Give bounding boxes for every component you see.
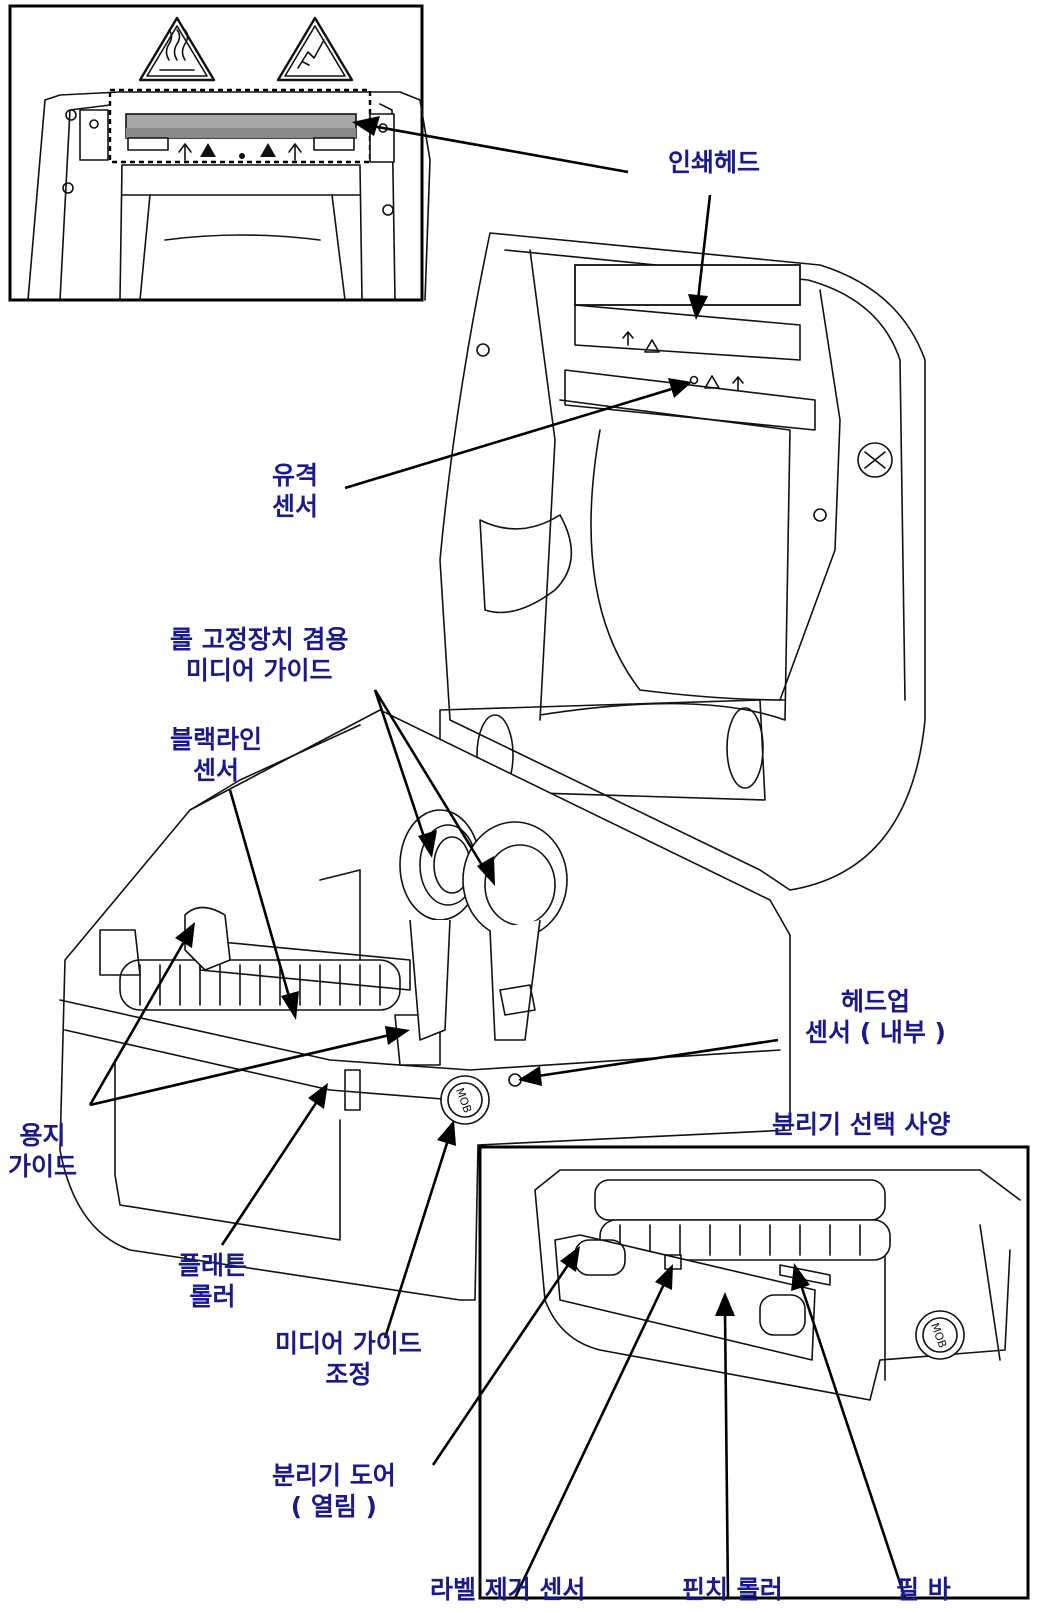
printer-open-illustration: MOB [59,232,926,1301]
head-up-sensor-label: 헤드업 센서 ( 내부 ) [805,987,946,1047]
dispenser-door-label: 분리기 도어 ( 열림 ) [272,1461,396,1521]
pinch-roller-label: 핀치 롤러 [682,1575,783,1604]
paper-guide-label: 용지 가이드 [8,1121,78,1181]
dispenser-option-label: 분리기 선택 사양 [772,1110,951,1139]
leader-lines [88,194,907,1599]
hot-surface-warning-icon [138,16,216,82]
roll-holder-right [462,821,568,1041]
platen-roller-label: 플래튼 롤러 [178,1251,248,1311]
roll-holder-media-guide-label: 롤 고정장치 겸용 미디어 가이드 [170,625,349,685]
media-guide-knob: MOB [440,1075,490,1125]
blackline-sensor-label: 블랙라인 센서 [170,725,263,785]
printhead-inset [8,4,629,302]
dispenser-inset: MOB [478,1145,1030,1600]
peel-bar-label: 필 바 [896,1575,951,1604]
gap-sensor-label: 유격 센서 [272,461,319,521]
printhead-label: 인쇄헤드 [668,148,761,177]
esd-warning-icon [276,16,354,82]
label-taken-sensor-label: 라벨 제거 센서 [430,1575,586,1604]
media-guide-adjust-label: 미디어 가이드 조정 [275,1329,422,1389]
